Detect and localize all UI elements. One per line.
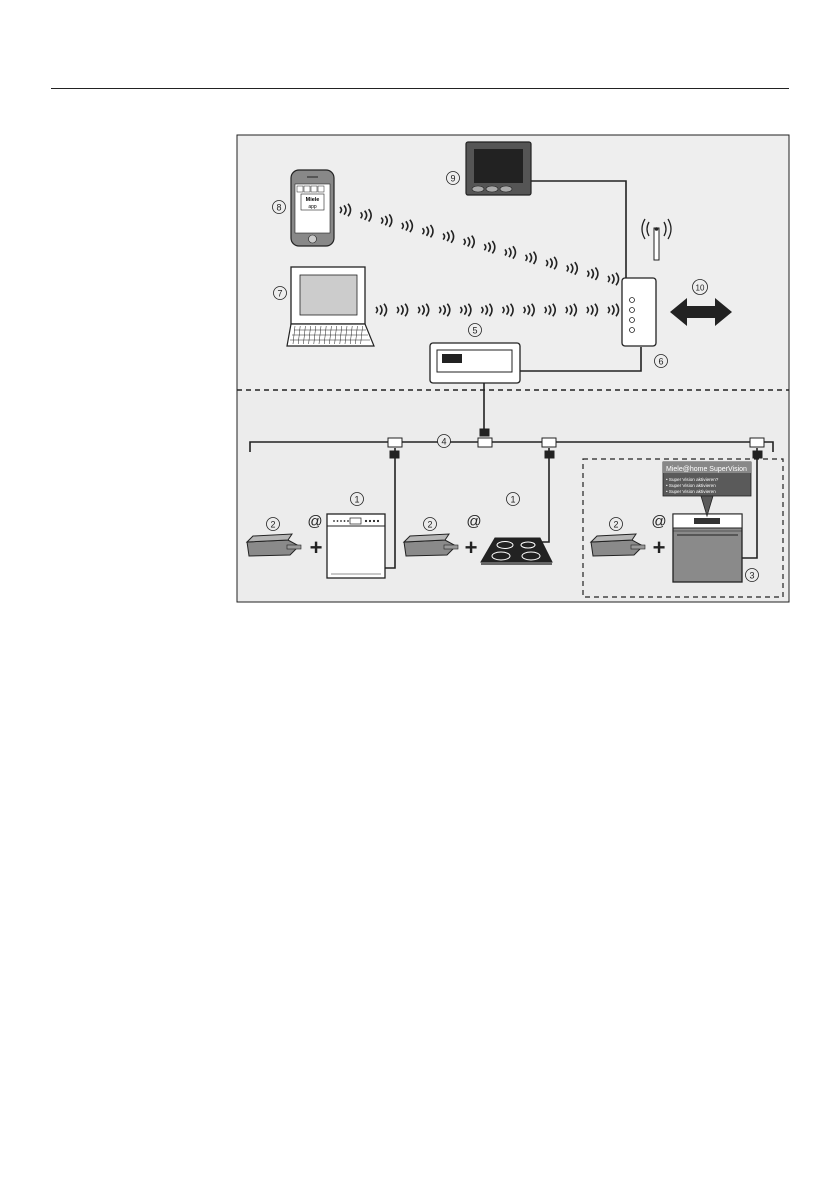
callouts	[266, 171, 759, 582]
phone-app-label: app	[308, 204, 317, 210]
callout-2a-circle	[266, 517, 280, 531]
top-rule	[51, 88, 789, 89]
plus-sign-2: +	[465, 535, 478, 560]
internet-double-arrow	[670, 298, 732, 326]
supervision-zone	[582, 458, 784, 598]
supervision-title: Miele@home SuperVision	[666, 466, 747, 473]
at-icon-2: @	[466, 513, 481, 530]
at-icon-1: @	[307, 513, 322, 530]
supervision-item-1: • Super Vision aktivieren?	[666, 477, 719, 482]
callout-1b-circle	[506, 492, 520, 506]
wireless-signal-waves	[339, 203, 620, 317]
callout-10-circle	[692, 279, 708, 295]
callout-9: 9	[450, 174, 455, 184]
communication-module-1	[245, 533, 302, 557]
callout-3: 3	[749, 571, 754, 581]
callout-5-circle	[468, 323, 482, 337]
laptop	[286, 266, 375, 347]
callout-2c: 2	[613, 520, 618, 530]
at-icon-3: @	[651, 513, 666, 530]
callout-6-circle	[654, 354, 668, 368]
callout-2a: 2	[270, 520, 275, 530]
callout-2b: 2	[427, 520, 432, 530]
callout-4-circle	[437, 434, 451, 448]
wlan-router	[621, 218, 672, 347]
smartphone: Miele app	[290, 169, 335, 247]
callout-3-circle	[745, 568, 759, 582]
cables	[249, 180, 774, 569]
dishwasher	[326, 513, 386, 579]
callout-7-circle	[273, 286, 287, 300]
remote-display-unit	[465, 141, 532, 196]
communication-module-2	[402, 533, 459, 557]
callout-1b: 1	[510, 495, 515, 505]
phone-brand: Miele	[306, 197, 320, 203]
supervision-item-3: • Super Vision aktivieren	[666, 489, 716, 494]
callout-5: 5	[472, 326, 477, 336]
callout-9-circle	[446, 171, 460, 185]
supervision-message-bubble: Miele@home SuperVision • Super Vision ak…	[662, 461, 752, 518]
callout-4: 4	[441, 437, 446, 447]
callout-8: 8	[276, 203, 281, 213]
callout-7: 7	[277, 289, 282, 299]
callout-2b-circle	[423, 517, 437, 531]
callout-8-circle	[272, 200, 286, 214]
callout-2c-circle	[609, 517, 623, 531]
callout-10: 10	[696, 284, 705, 293]
bus-sockets	[387, 428, 765, 459]
cooktop	[480, 537, 553, 565]
callout-numbers: 9 8 7 10 5 6 4 1 1 2 2 2 3	[270, 174, 754, 581]
communication-module-3	[589, 533, 646, 557]
miele-gateway	[429, 342, 521, 384]
oven	[672, 513, 743, 583]
callout-1a: 1	[354, 495, 359, 505]
supervision-item-2: • Super Vision aktivieren	[666, 483, 716, 488]
callout-6: 6	[658, 357, 663, 367]
plus-sign-1: +	[310, 535, 323, 560]
callout-1a-circle	[350, 492, 364, 506]
plus-sign-3: +	[653, 535, 666, 560]
